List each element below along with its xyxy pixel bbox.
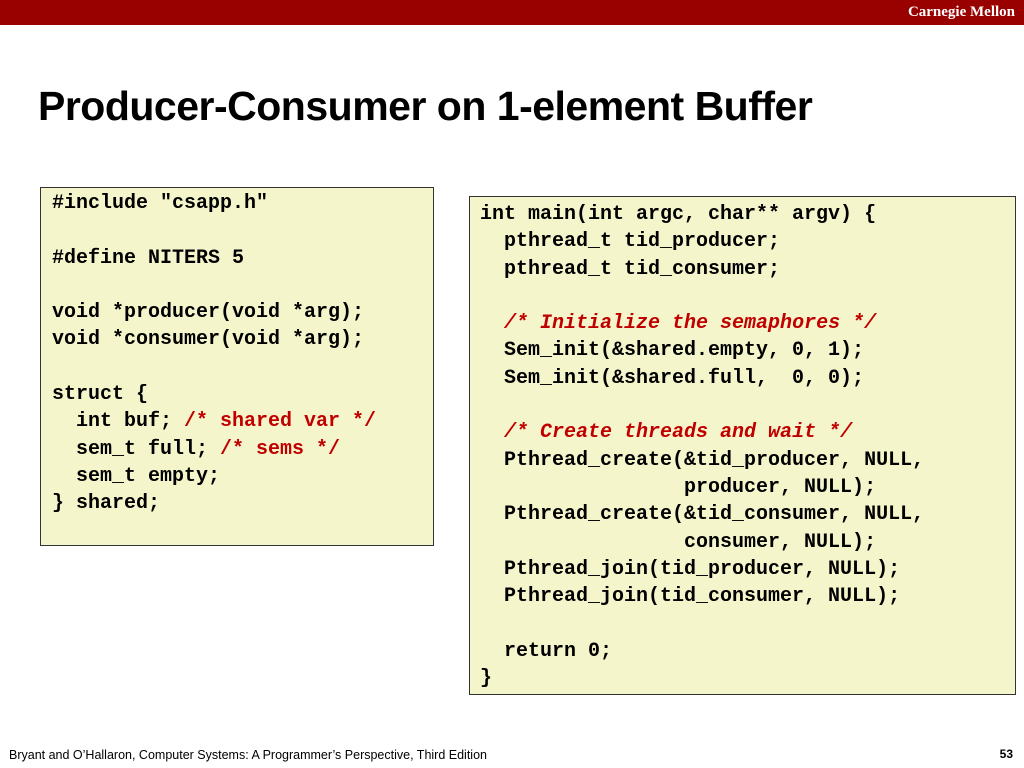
code-line: struct { xyxy=(52,381,433,408)
code-line: } shared; xyxy=(52,490,433,517)
code-text: pthread_t tid_consumer; xyxy=(480,257,781,281)
code-text: Pthread_join(tid_producer, NULL); xyxy=(480,557,901,581)
code-line: Pthread_create(&tid_consumer, NULL, xyxy=(480,501,1015,528)
code-text: sem_t empty; xyxy=(52,464,221,488)
code-line: void *producer(void *arg); xyxy=(52,299,433,326)
code-line: producer, NULL); xyxy=(480,474,1015,501)
code-text xyxy=(480,421,504,444)
code-comment: /* Initialize the semaphores */ xyxy=(504,312,877,336)
code-text: Pthread_create(&tid_producer, NULL, xyxy=(480,448,925,472)
code-text: pthread_t tid_producer; xyxy=(480,230,781,254)
code-text: #define NITERS 5 xyxy=(52,246,245,270)
code-block-main: int main(int argc, char** argv) { pthrea… xyxy=(469,196,1016,695)
code-line: int buf; /* shared var */ xyxy=(52,408,433,435)
code-line xyxy=(52,354,433,381)
code-line: pthread_t tid_consumer; xyxy=(480,256,1015,283)
code-text: #include "csapp.h" xyxy=(52,192,269,215)
code-line: #include "csapp.h" xyxy=(52,190,433,217)
code-comment: /* sems */ xyxy=(220,437,341,461)
footer-citation: Bryant and O’Hallaron, Computer Systems:… xyxy=(9,748,487,762)
code-text: sem_t full; xyxy=(52,437,221,461)
code-line: Pthread_join(tid_producer, NULL); xyxy=(480,556,1015,583)
code-line: pthread_t tid_producer; xyxy=(480,228,1015,255)
slide-title: Producer-Consumer on 1-element Buffer xyxy=(38,83,813,129)
code-line: sem_t full; /* sems */ xyxy=(52,436,433,463)
code-text: } xyxy=(480,667,493,691)
code-line: sem_t empty; xyxy=(52,463,433,490)
code-line: /* Initialize the semaphores */ xyxy=(480,310,1015,337)
code-line: int main(int argc, char** argv) { xyxy=(480,201,1015,228)
code-text: int main(int argc, char** argv) { xyxy=(480,203,877,226)
code-line: Pthread_join(tid_consumer, NULL); xyxy=(480,583,1015,610)
code-text: Pthread_join(tid_consumer, NULL); xyxy=(480,585,901,609)
code-line: #define NITERS 5 xyxy=(52,245,433,272)
code-comment: /* shared var */ xyxy=(184,410,377,434)
code-line xyxy=(52,217,433,244)
code-line: Pthread_create(&tid_producer, NULL, xyxy=(480,447,1015,474)
code-line: return 0; xyxy=(480,638,1015,665)
code-text: consumer, NULL); xyxy=(480,530,877,554)
code-comment: /* Create threads and wait */ xyxy=(504,421,853,445)
code-text: producer, NULL); xyxy=(480,475,877,499)
code-line xyxy=(480,283,1015,310)
code-text: struct { xyxy=(52,383,149,407)
code-text: } shared; xyxy=(52,492,161,516)
code-text: void *producer(void *arg); xyxy=(52,301,365,325)
code-text: Sem_init(&shared.empty, 0, 1); xyxy=(480,339,865,363)
code-line: /* Create threads and wait */ xyxy=(480,419,1015,446)
code-line xyxy=(52,272,433,299)
code-line xyxy=(480,392,1015,419)
code-text: void *consumer(void *arg); xyxy=(52,328,365,352)
code-text: Sem_init(&shared.full, 0, 0); xyxy=(480,366,865,390)
code-line: Sem_init(&shared.empty, 0, 1); xyxy=(480,337,1015,364)
code-line: consumer, NULL); xyxy=(480,529,1015,556)
code-text: Pthread_create(&tid_consumer, NULL, xyxy=(480,503,925,527)
code-line xyxy=(480,610,1015,637)
top-banner: Carnegie Mellon xyxy=(0,0,1024,25)
code-line: } xyxy=(480,665,1015,692)
code-text: return 0; xyxy=(480,639,613,663)
code-text xyxy=(480,312,504,335)
brand-label: Carnegie Mellon xyxy=(907,4,1015,20)
code-line: Sem_init(&shared.full, 0, 0); xyxy=(480,365,1015,392)
page-number: 53 xyxy=(999,747,1013,761)
code-text: int buf; xyxy=(52,410,185,434)
code-block-declarations: #include "csapp.h" #define NITERS 5 void *… xyxy=(40,187,434,546)
code-line: void *consumer(void *arg); xyxy=(52,326,433,353)
